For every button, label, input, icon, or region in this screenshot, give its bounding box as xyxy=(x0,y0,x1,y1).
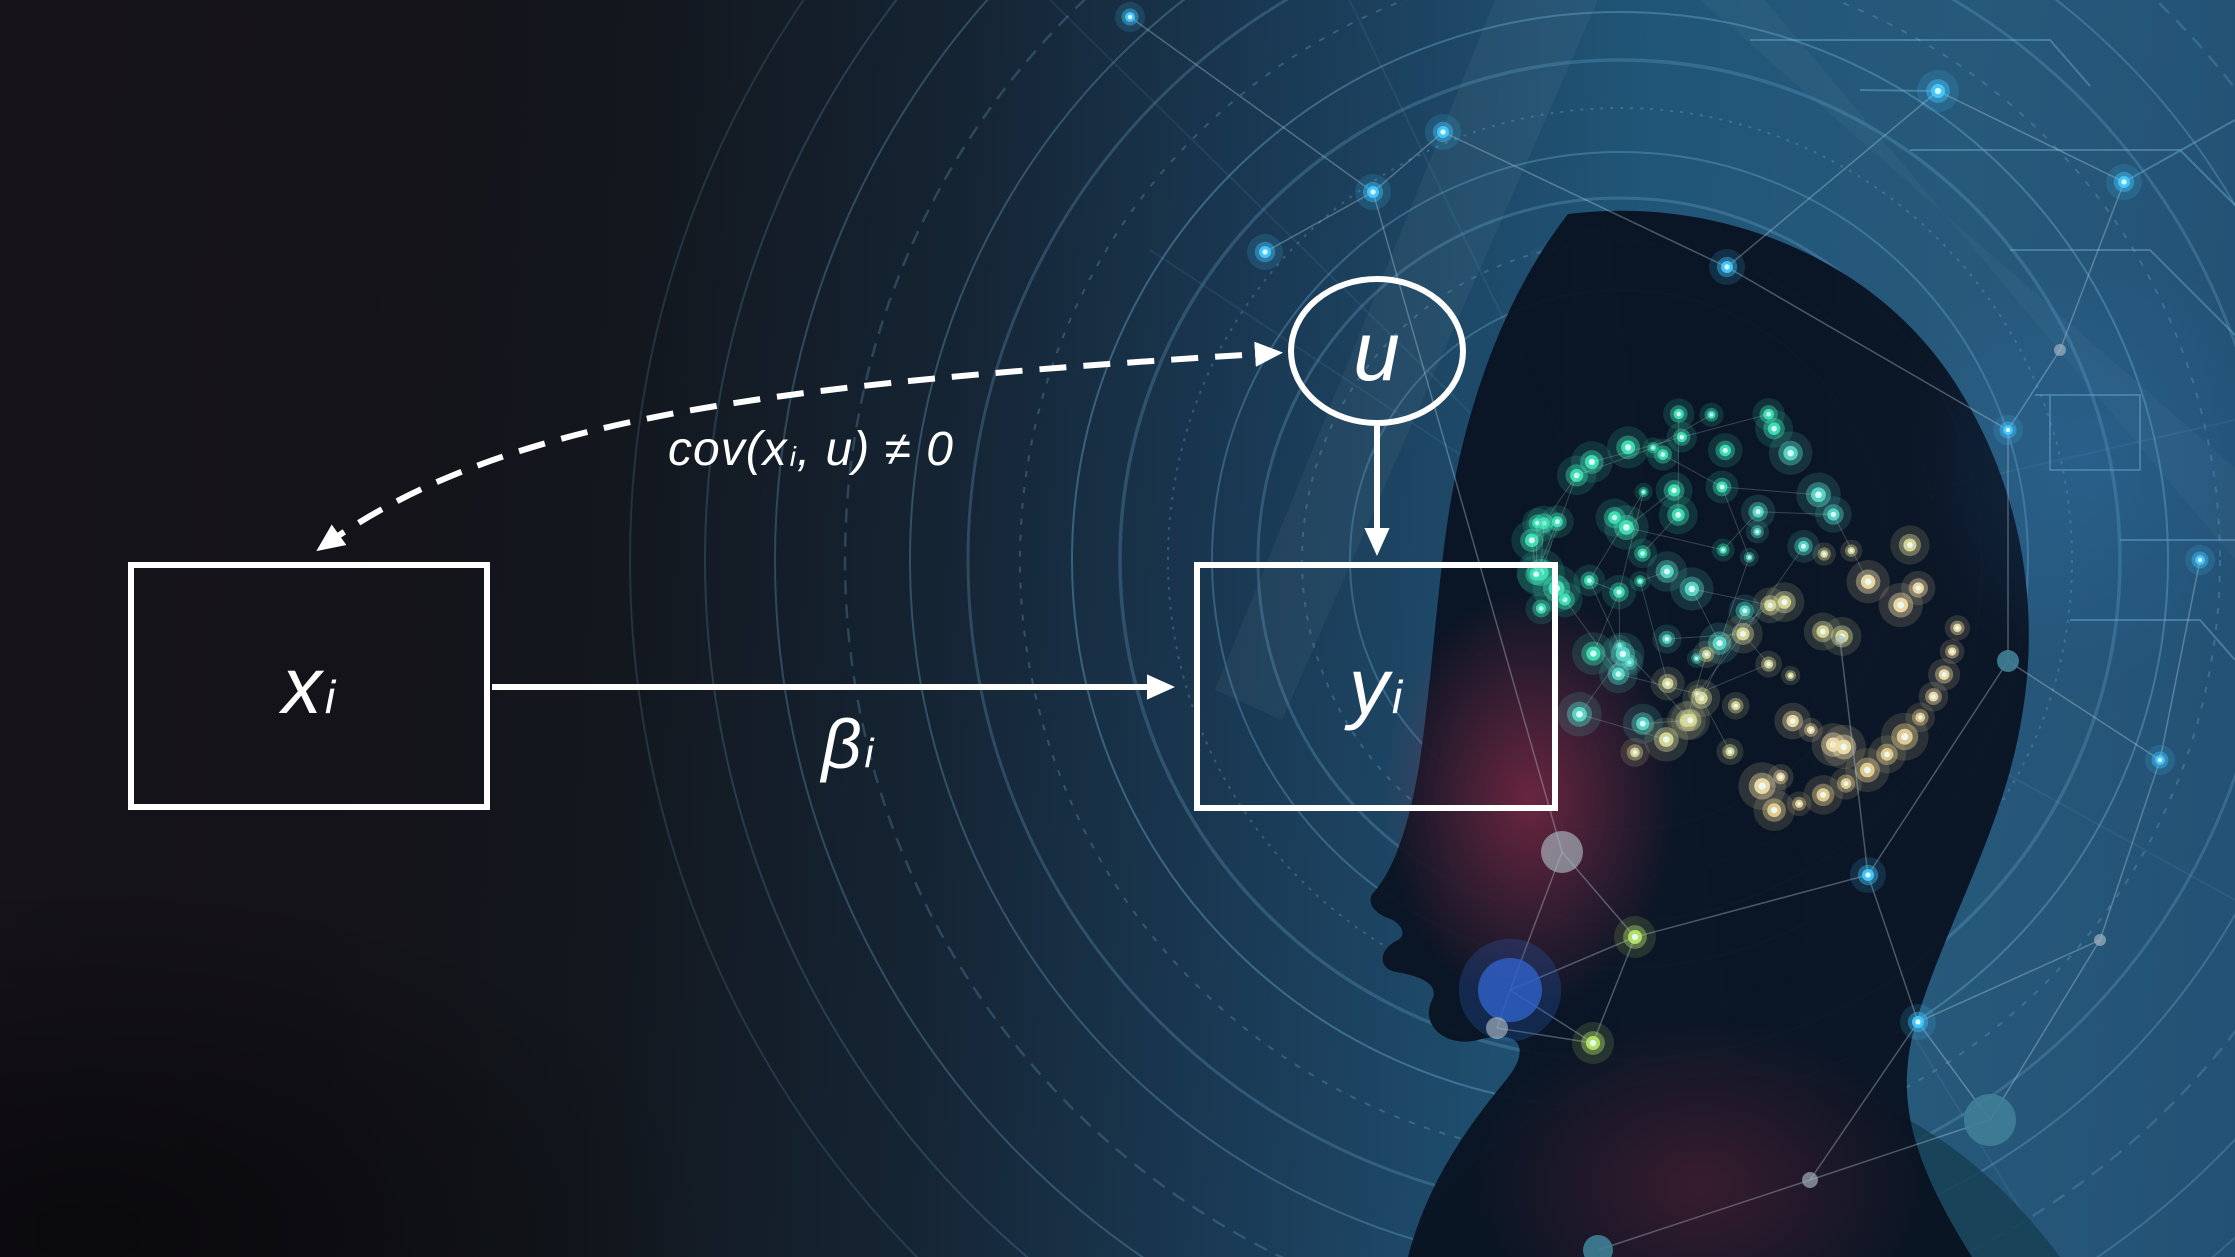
cov-dashed-arrow xyxy=(316,341,1283,552)
beta-label-base: β xyxy=(821,705,863,783)
y-node-box xyxy=(1194,562,1558,811)
x-label-sub: i xyxy=(324,670,337,723)
red-glow xyxy=(1400,965,2000,1257)
beta-label-sub: i xyxy=(864,730,875,777)
plexus-network xyxy=(1115,2,2215,1257)
cov-label-pre: cov(x xyxy=(668,423,788,476)
y-label-sub: i xyxy=(1391,671,1404,724)
u-node-ellipse xyxy=(1288,276,1466,426)
light-beam xyxy=(1215,0,1598,720)
x-label-base: x xyxy=(281,641,323,730)
red-glow xyxy=(1320,500,1740,1100)
u-label-text: u xyxy=(1353,304,1401,398)
cov-label-post: , u) ≠ 0 xyxy=(796,423,954,476)
y-label-base: y xyxy=(1348,641,1390,731)
cov-label-sub: i xyxy=(789,440,797,472)
brain-network xyxy=(1511,398,1971,831)
blue-glow xyxy=(1830,140,2235,780)
x-node-box xyxy=(128,562,490,810)
u-node-label: u xyxy=(1291,279,1463,423)
